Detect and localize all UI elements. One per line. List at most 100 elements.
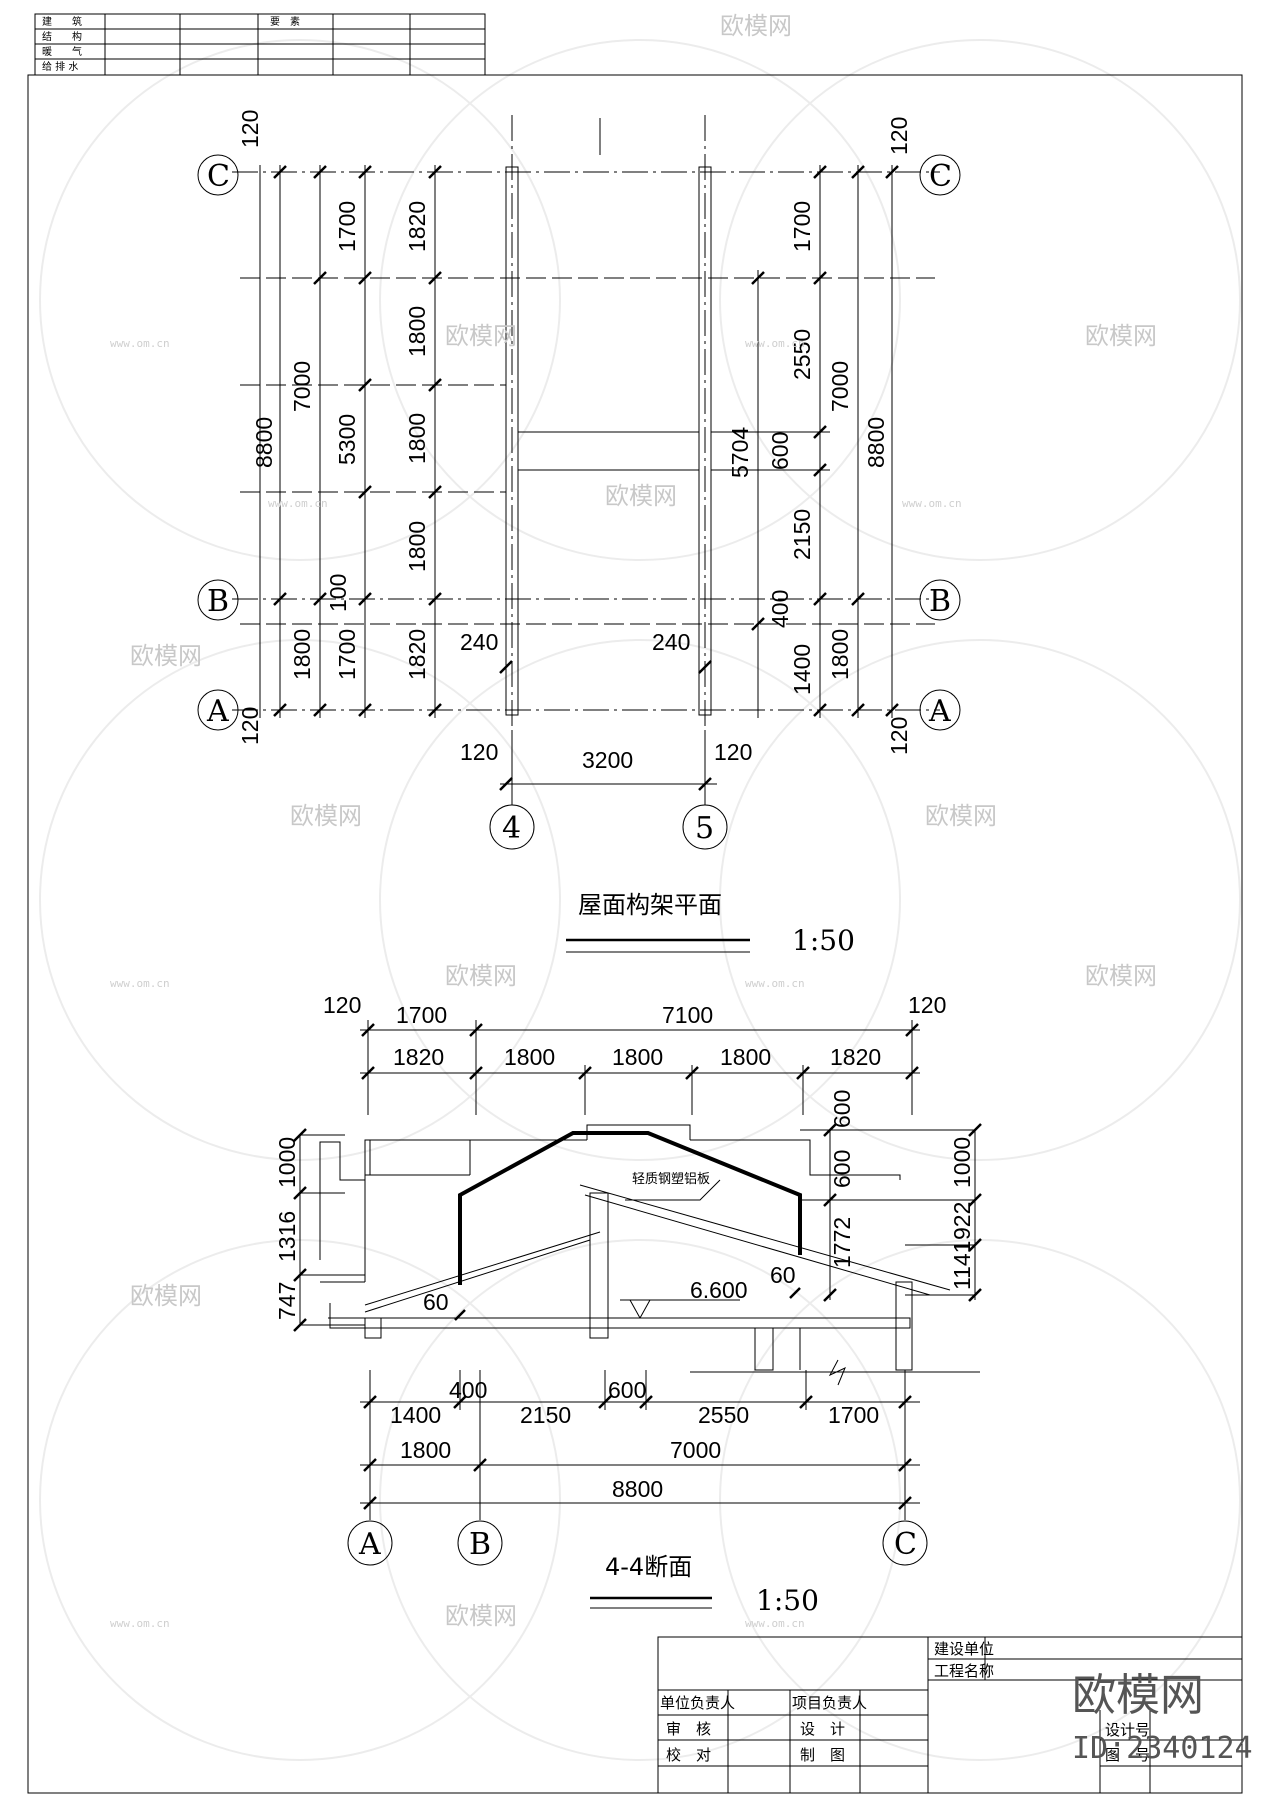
plan-axis-b-right: B — [929, 584, 951, 619]
section-4-4 — [294, 1020, 981, 1520]
watermark-site: www.om.cn — [902, 497, 962, 510]
dim-text: 5300 — [334, 414, 360, 465]
dim-text: 120 — [460, 739, 498, 765]
section-title: 4-4断面 — [605, 1553, 692, 1581]
watermark-brand: 欧模网 — [130, 642, 202, 670]
dim-text: 1800 — [827, 629, 853, 680]
dim-text: 8800 — [612, 1476, 663, 1502]
sheet-border — [28, 75, 1242, 1793]
roof-frame-profile — [460, 1133, 800, 1285]
watermark-brand: 欧模网 — [720, 12, 792, 40]
drawing-list-row: 给 排 水 — [42, 60, 78, 73]
dim-text: 100 — [325, 574, 351, 612]
plan-axis-c-right: C — [929, 159, 952, 194]
roof-plan — [232, 115, 940, 800]
plan-axis-c-left: C — [207, 159, 230, 194]
dim-text: 7000 — [670, 1437, 721, 1463]
section-dimension-texts: 120 1700 7100 120 1820 1800 1800 1800 18… — [274, 992, 975, 1502]
tb-design-no: 设计号 — [1105, 1721, 1150, 1739]
section-scale: 1:50 — [756, 1584, 819, 1617]
drawing-list-row: 建 筑 — [42, 15, 82, 28]
brand-id: ID:2340124 — [1072, 1731, 1253, 1766]
dim-text: 120 — [237, 110, 263, 148]
dim-text: 747 — [274, 1282, 300, 1320]
dim-text: 600 — [829, 1090, 855, 1128]
dim-text: 1400 — [789, 644, 815, 695]
dim-text: 600 — [829, 1150, 855, 1188]
tb-project-head: 项目负责人 — [792, 1694, 867, 1712]
dim-text: 120 — [886, 117, 912, 155]
dim-text: 5704 — [727, 427, 753, 478]
dim-text: 1800 — [289, 629, 315, 680]
section-axis-a: A — [358, 1527, 381, 1562]
material-note: 轻质钢塑铝板 — [632, 1172, 710, 1187]
dim-text: 2150 — [789, 509, 815, 560]
plan-axis-bubbles — [197, 154, 961, 850]
plan-scale: 1:50 — [792, 924, 855, 957]
dim-text: 400 — [449, 1377, 487, 1403]
dim-text: 7000 — [827, 361, 853, 412]
plan-axis-5: 5 — [695, 811, 714, 846]
dim-text: 1700 — [789, 201, 815, 252]
dim-text: 1800 — [400, 1437, 451, 1463]
plan-dimension-texts: 120 120 8800 7000 1800 1700 5300 100 170… — [237, 110, 912, 773]
watermark-site: www.om.cn — [268, 497, 328, 510]
dim-text: 240 — [652, 629, 690, 655]
drawing-list-row: 暖 气 — [42, 45, 82, 58]
tb-review: 审 核 — [666, 1720, 711, 1738]
tb-project-name: 工程名称 — [934, 1662, 994, 1680]
dim-text: 120 — [237, 707, 263, 745]
dim-text: 1700 — [828, 1402, 879, 1428]
dim-text: 60 — [770, 1262, 796, 1288]
dim-text: 1141 — [949, 1241, 975, 1290]
section-level: 6.600 — [690, 1277, 748, 1303]
dim-text: 120 — [714, 739, 752, 765]
watermark-brand: 欧模网 — [130, 1282, 202, 1310]
watermark-brand: 欧模网 — [445, 322, 517, 350]
dim-text: 2550 — [789, 329, 815, 380]
tb-design: 设 计 — [800, 1720, 845, 1738]
dim-text: 1800 — [404, 521, 430, 572]
dim-text: 7000 — [289, 361, 315, 412]
dim-text: 1800 — [404, 413, 430, 464]
watermark-site: www.om.cn — [745, 977, 805, 990]
dim-text: 1820 — [404, 629, 430, 680]
watermark-site: www.om.cn — [745, 1617, 805, 1630]
drawing-list-table — [35, 14, 485, 75]
dim-text: 120 — [908, 992, 946, 1018]
dim-text: 600 — [767, 432, 793, 470]
dim-text: 1820 — [830, 1044, 881, 1070]
dim-text: 1820 — [393, 1044, 444, 1070]
plan-title: 屋面构架平面 — [578, 891, 722, 919]
tb-drafting: 制 图 — [800, 1746, 845, 1764]
dim-text: 400 — [767, 590, 793, 628]
tb-check: 校 对 — [666, 1746, 711, 1764]
title-block — [658, 1637, 1242, 1793]
watermark-site: www.om.cn — [110, 337, 170, 350]
watermark-site: www.om.cn — [110, 1617, 170, 1630]
dim-text: 1700 — [334, 201, 360, 252]
dim-text: 1000 — [274, 1137, 300, 1188]
dim-text: 1800 — [612, 1044, 663, 1070]
section-axis-c: C — [894, 1527, 917, 1562]
drawing-list-row: 结 构 — [42, 30, 82, 43]
tb-unit-head: 单位负责人 — [660, 1694, 735, 1712]
watermark-brand: 欧模网 — [1085, 962, 1157, 990]
dim-text: 1700 — [334, 629, 360, 680]
watermark-layer: 欧模网 欧模网 欧模网 欧模网 欧模网 欧模网 欧模网 欧模网 欧模网 欧模网 … — [110, 12, 1157, 1630]
dim-text: 120 — [323, 992, 361, 1018]
dim-text: 2550 — [698, 1402, 749, 1428]
watermark-site: www.om.cn — [745, 337, 805, 350]
dim-text: 1800 — [404, 306, 430, 357]
dim-text: 120 — [886, 717, 912, 755]
dim-text: 1800 — [504, 1044, 555, 1070]
dim-text: 1316 — [274, 1211, 300, 1262]
dim-text: 3200 — [582, 747, 633, 773]
watermark-brand: 欧模网 — [445, 962, 517, 990]
dim-text: 2150 — [520, 1402, 571, 1428]
section-axis-bubbles — [347, 1520, 928, 1566]
watermark-brand: 欧模网 — [925, 802, 997, 830]
dim-text: 8800 — [251, 417, 277, 468]
dim-text: 1400 — [390, 1402, 441, 1428]
